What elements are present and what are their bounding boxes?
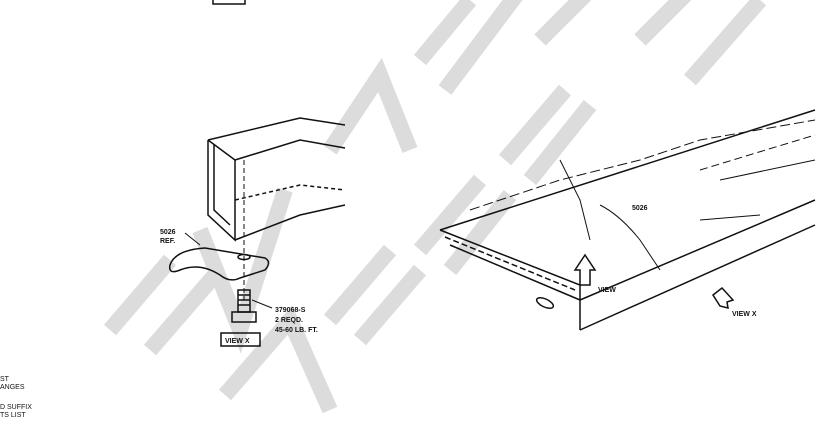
view-x-tag: VIEW X <box>225 338 250 345</box>
left-note-1-line-2: ANGES <box>0 384 25 391</box>
left-note-2-line-2: TS LIST <box>0 412 26 419</box>
top-box-fragment <box>212 0 246 5</box>
left-note-1-line-1: ST <box>0 376 9 383</box>
frame-view-x-label: VIEW X <box>732 311 757 318</box>
bolt-torque: 45-60 LB. FT. <box>275 327 318 334</box>
bolt-quantity: 2 REQD. <box>275 317 303 324</box>
frame-bracket-label: 5026 <box>632 205 648 212</box>
view-x-tag-box <box>220 332 261 347</box>
left-note-2-line-1: D SUFFIX <box>0 404 32 411</box>
view-arrow-icon <box>573 253 597 286</box>
bolt-icon <box>231 289 273 323</box>
frame-rail-detail <box>207 117 346 300</box>
bracket-label: 5026 <box>160 229 176 236</box>
view-x-arrow-icon <box>712 286 735 310</box>
bolt-part-number: 379068-S <box>275 307 306 314</box>
bracket-ref-label: REF. <box>160 238 175 245</box>
chassis-frame <box>439 109 816 331</box>
watermark <box>103 0 767 414</box>
frame-view-label: VIEW <box>598 287 616 294</box>
bracket-5026 <box>168 232 270 281</box>
